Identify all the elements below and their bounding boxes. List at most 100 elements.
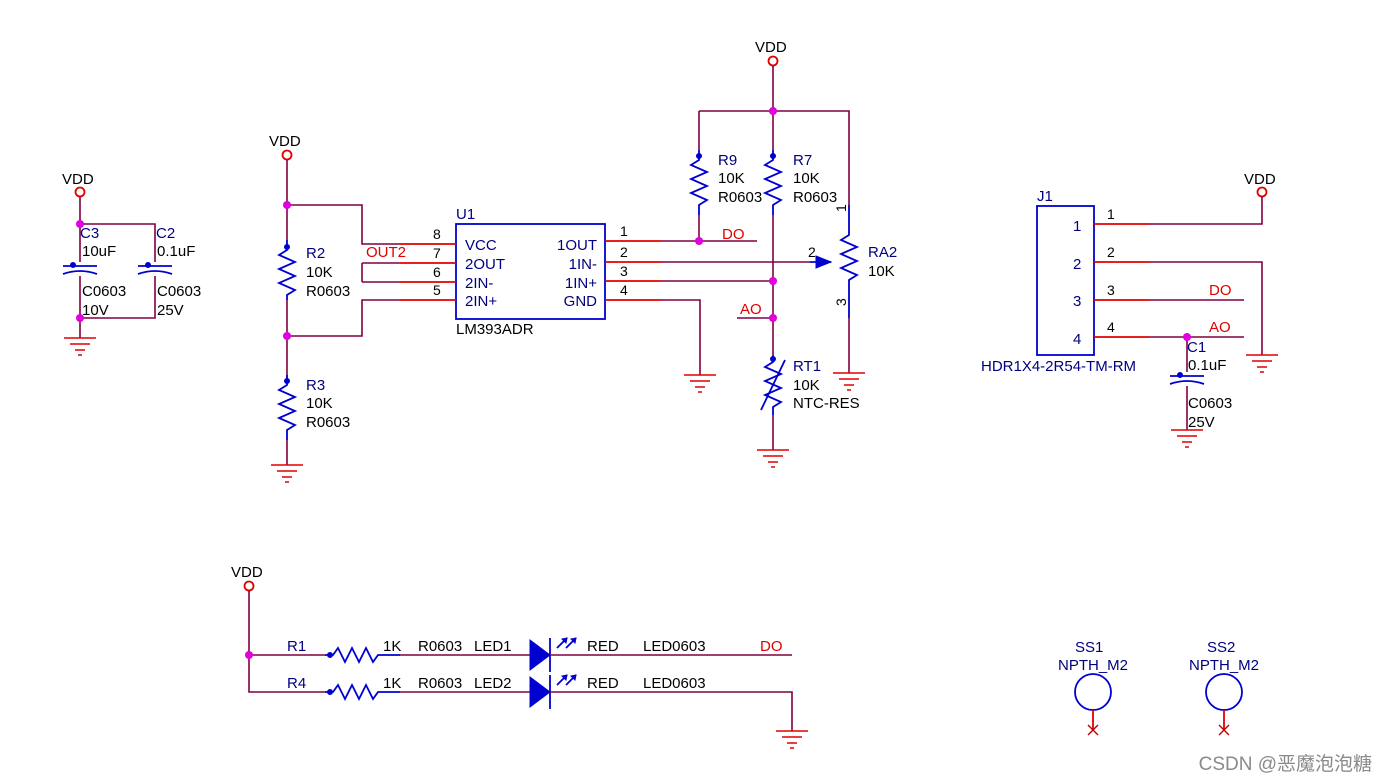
j1-pin-4-num: 4 (1107, 319, 1115, 335)
junction-dot (769, 277, 777, 285)
ra2-ref: RA2 (868, 244, 897, 261)
vdd-power-port (243, 580, 255, 592)
capacitor-c3-symbol (62, 265, 98, 275)
vdd-power-port (1256, 186, 1268, 198)
ground-symbol (1246, 354, 1278, 373)
watermark: CSDN @恶魔泡泡糖 (1199, 753, 1372, 775)
u1-pin-5-num: 5 (433, 282, 441, 298)
r1-ref: R1 (287, 638, 306, 655)
ra2-pin-3-num: 3 (833, 298, 849, 306)
vdd-power-port (74, 186, 86, 198)
decoupling-caps-group: VDD C3 10uF C0603 10V C2 0.1uF C0603 25V (62, 171, 201, 356)
rt1-ref: RT1 (793, 358, 821, 375)
j1-pin-3-num: 3 (1107, 282, 1115, 298)
ground-symbol (271, 464, 303, 483)
ss1-hole-symbol (1074, 673, 1112, 711)
rt1-package: NTC-RES (793, 395, 860, 412)
j1-ref: J1 (1037, 188, 1053, 205)
junction-dot (283, 201, 291, 209)
capacitor-c2-symbol (137, 265, 173, 275)
ra2-pin-1-num: 1 (833, 204, 849, 212)
resistor-r2-symbol (276, 240, 298, 300)
potentiometer-ra2-symbol (838, 205, 860, 318)
u1-pin-6-num: 6 (433, 264, 441, 280)
vdd-label: VDD (231, 564, 263, 581)
j1-pin-4-label: 4 (1073, 331, 1081, 348)
j1-pin-1-label: 1 (1073, 218, 1081, 235)
r2-value: 10K (306, 264, 333, 281)
led2-package: LED0603 (643, 675, 706, 692)
led1-color: RED (587, 638, 619, 655)
ss2-part: NPTH_M2 (1189, 657, 1259, 674)
u1-pin-1in-plus-name: 1IN+ (565, 275, 597, 292)
net-label-do: DO (722, 226, 745, 243)
junction-dot (1183, 333, 1191, 341)
c1-voltage: 25V (1188, 414, 1215, 431)
j1-pin-2-num: 2 (1107, 244, 1115, 260)
no-connect-x-icon (1087, 724, 1099, 736)
junction-dot (769, 314, 777, 322)
rt1-value: 10K (793, 377, 820, 394)
led1-diode-symbol (529, 639, 551, 671)
c3-package: C0603 (82, 283, 126, 300)
ss2-hole-symbol (1205, 673, 1243, 711)
c2-ref: C2 (156, 225, 175, 242)
u1-comparator-group: U1 LM393ADR 8 7 6 5 VCC 2OUT 2IN- 2IN+ 1… (400, 206, 716, 393)
u1-pin-2in-plus-name: 2IN+ (465, 293, 497, 310)
u1-pin-2out-name: 2OUT (465, 256, 505, 273)
ground-symbol (776, 730, 808, 749)
u1-pin-2in-minus-name: 2IN- (465, 275, 493, 292)
r7-value: 10K (793, 170, 820, 187)
led1-package: LED0603 (643, 638, 706, 655)
vdd-label: VDD (1244, 171, 1276, 188)
c2-voltage: 25V (157, 302, 184, 319)
led1-ref: LED1 (474, 638, 512, 655)
u1-pin-2-num: 2 (620, 244, 628, 260)
u1-pin-7-num: 7 (433, 245, 441, 261)
r2-ref: R2 (306, 245, 325, 262)
junction-dot (695, 237, 703, 245)
j1-pin-3-label: 3 (1073, 293, 1081, 310)
ground-symbol (1171, 429, 1203, 448)
j1-part: HDR1X4-2R54-TM-RM (981, 358, 1136, 375)
ra2-value: 10K (868, 263, 895, 280)
c3-ref: C3 (80, 225, 99, 242)
r9-ref: R9 (718, 152, 737, 169)
u1-pin-1-num: 1 (620, 223, 628, 239)
r2-package: R0603 (306, 283, 350, 300)
ground-symbol (684, 374, 716, 393)
capacitor-c1-symbol (1169, 375, 1205, 385)
u1-body (455, 223, 606, 320)
ground-symbol (833, 372, 865, 391)
resistor-r7-symbol (762, 150, 784, 215)
r4-ref: R4 (287, 675, 306, 692)
r3-value: 10K (306, 395, 333, 412)
c3-voltage: 10V (82, 302, 109, 319)
vdd-power-port (767, 55, 779, 67)
junction-dot (76, 314, 84, 322)
r3-ref: R3 (306, 377, 325, 394)
c1-ref: C1 (1187, 339, 1206, 356)
net-label-ao: AO (1209, 319, 1231, 336)
resistor-r1-symbol (325, 645, 400, 665)
led2-ref: LED2 (474, 675, 512, 692)
c2-value: 0.1uF (157, 243, 195, 260)
r7-package: R0603 (793, 189, 837, 206)
net-label-do: DO (760, 638, 783, 655)
vdd-label: VDD (269, 133, 301, 150)
junction-dot (283, 332, 291, 340)
vdd-label: VDD (62, 171, 94, 188)
j1-body (1036, 205, 1095, 356)
r9-package: R0603 (718, 189, 762, 206)
u1-pin-1in-minus-name: 1IN- (569, 256, 597, 273)
resistor-r3-symbol (276, 375, 298, 440)
net-label-out2: OUT2 (366, 244, 406, 261)
resistor-r4-symbol (325, 682, 400, 702)
r3-package: R0603 (306, 414, 350, 431)
r1-value: 1K (383, 638, 401, 655)
vdd-power-port (281, 149, 293, 161)
led2-color: RED (587, 675, 619, 692)
mounting-holes-group: SS1 NPTH_M2 SS2 NPTH_M2 (1058, 639, 1259, 736)
r9-value: 10K (718, 170, 745, 187)
